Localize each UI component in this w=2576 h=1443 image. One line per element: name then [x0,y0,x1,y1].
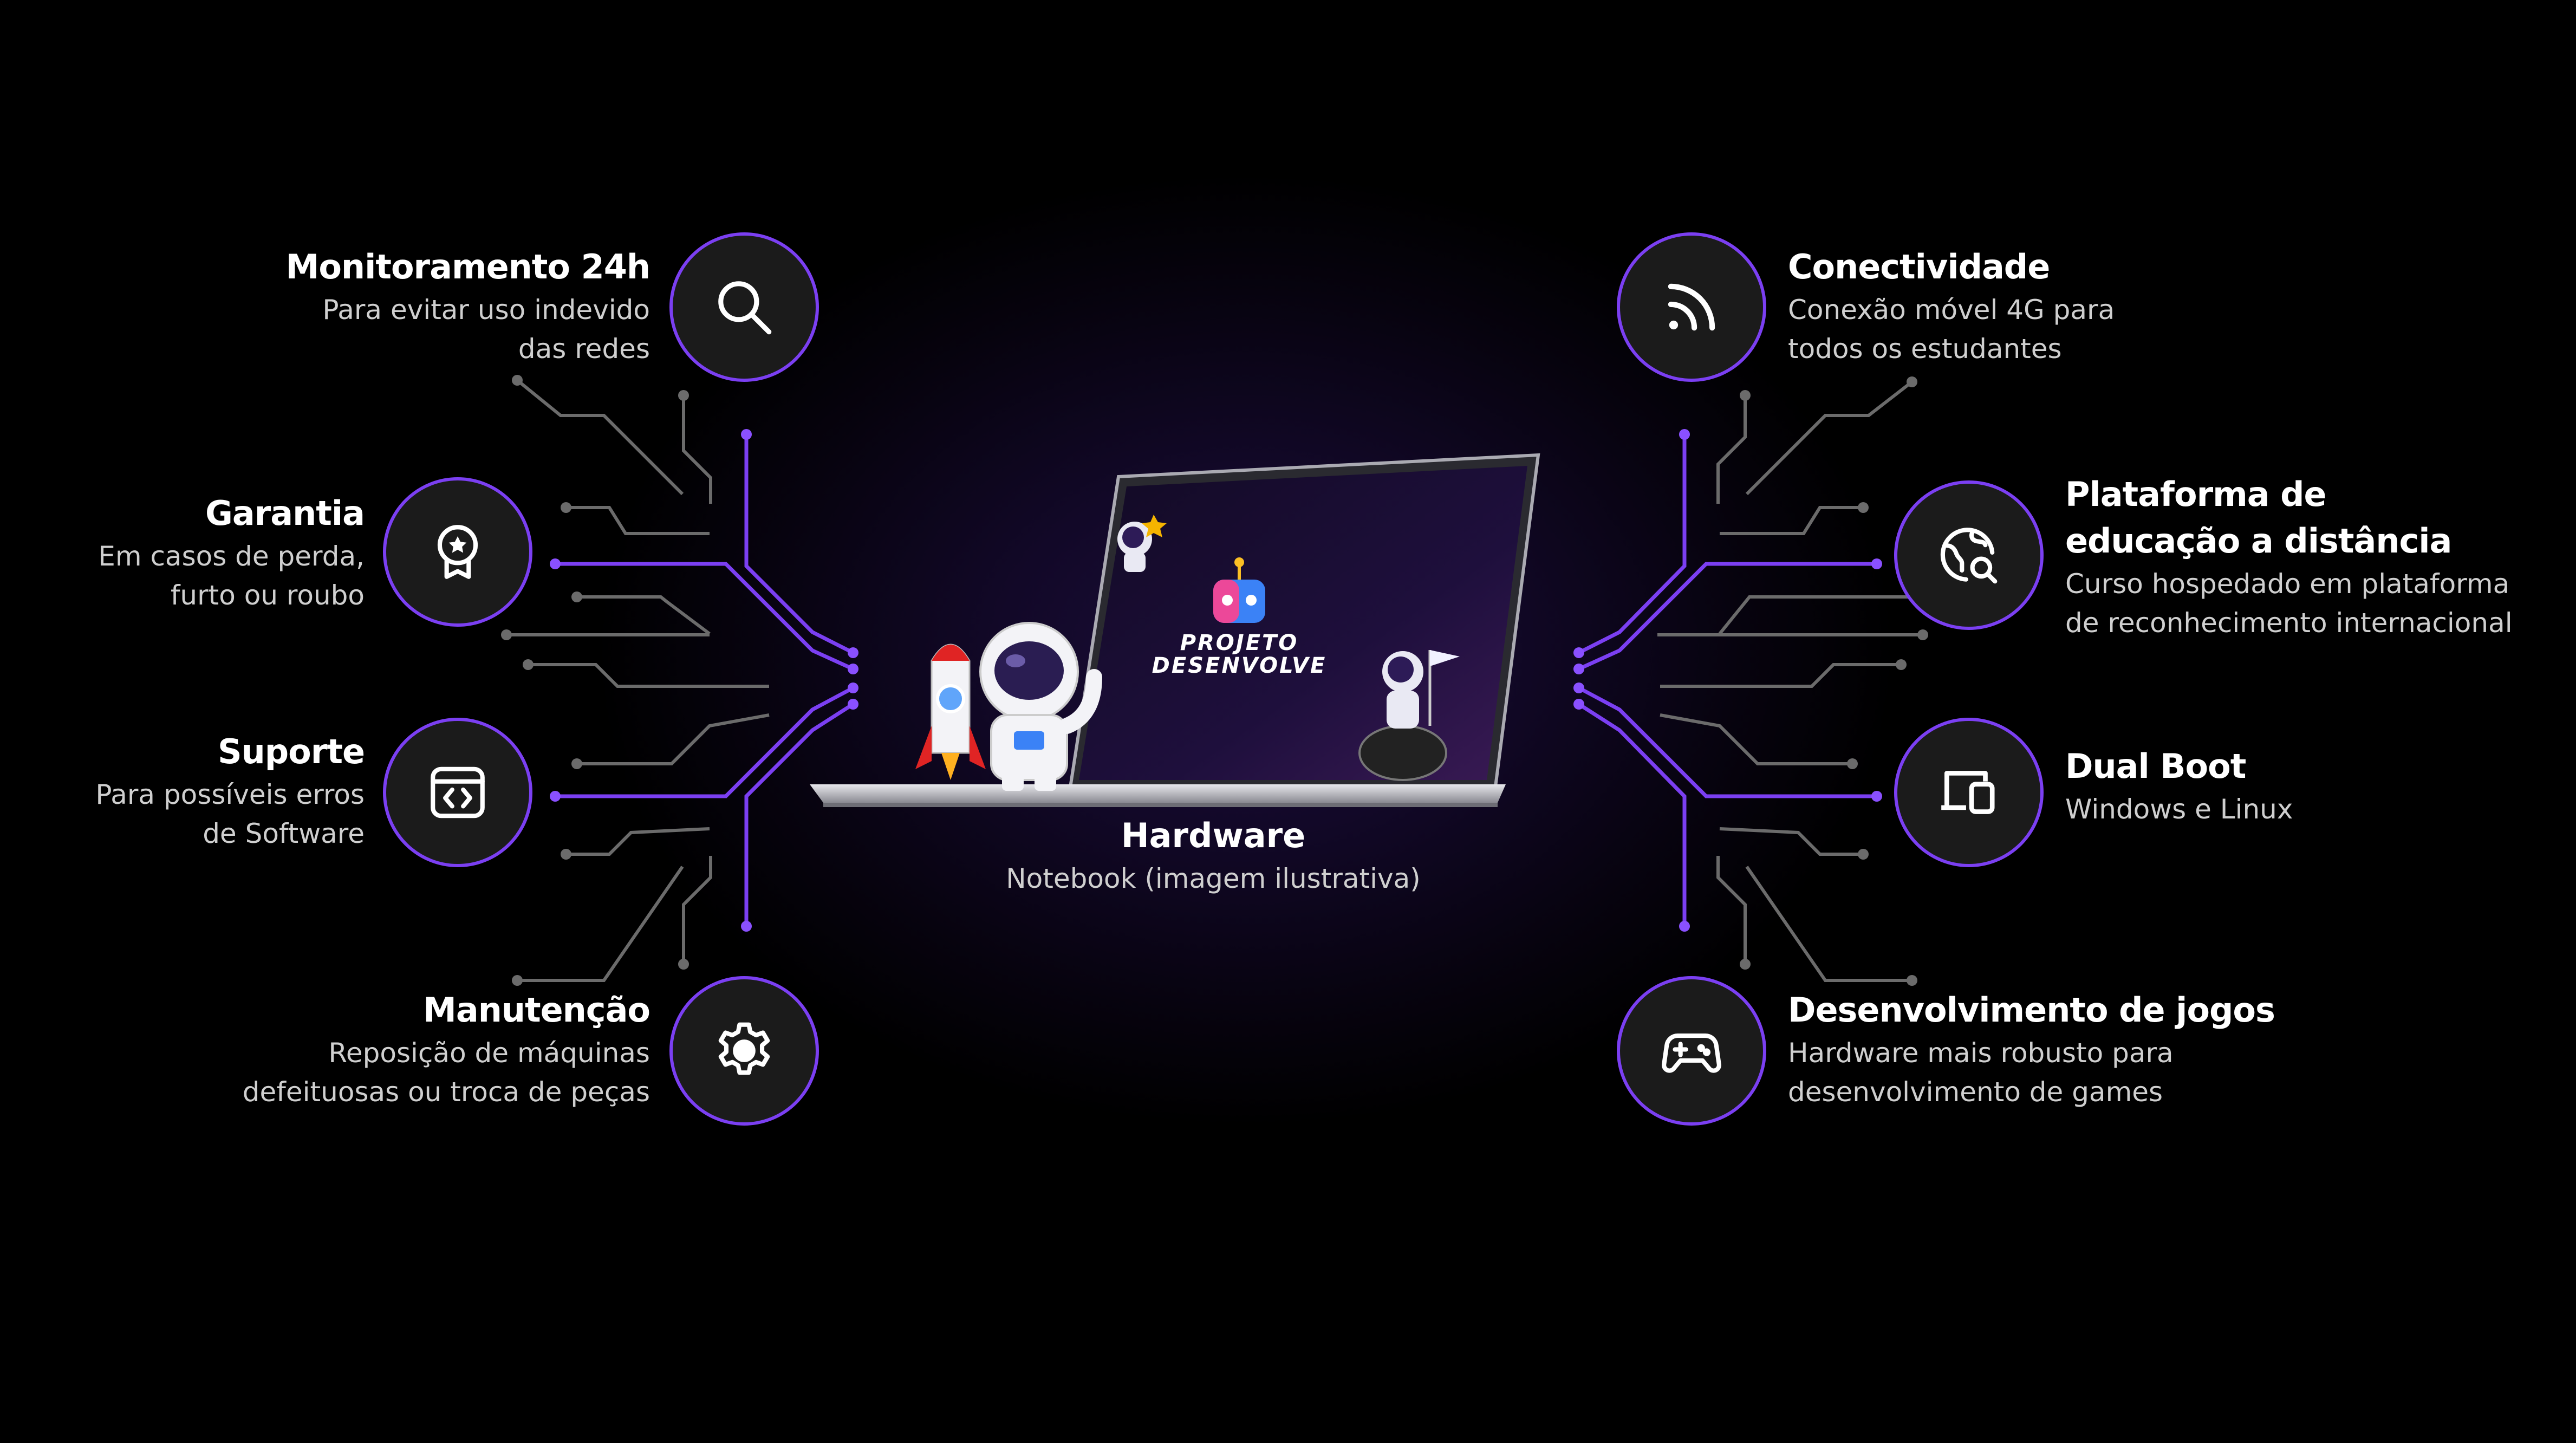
feature-manutencao-icon-circle[interactable] [669,976,819,1126]
feature-jogos-icon-circle[interactable] [1617,976,1766,1126]
feature-title: Manutenção [423,990,650,1030]
feature-jogos: Desenvolvimento de jogos Hardware mais r… [1788,987,2384,1112]
feature-title: Monitoramento 24h [285,247,650,287]
feature-desc-line2: todos os estudantes [1788,333,2062,365]
feature-garantia: Garantia Em casos de perda, furto ou rou… [7,490,365,615]
small-astronaut [1117,515,1167,572]
project-logo: PROJETO DESENVOLVE [1152,557,1327,678]
feature-desc-line2: das redes [518,333,650,365]
feature-title-line1: Plataforma de [2065,474,2327,514]
feature-desc-line1: Para possíveis erros [95,779,365,810]
feature-conectividade: Conectividade Conexão móvel 4G para todo… [1788,244,2275,368]
hardware-caption: Hardware Notebook (imagem ilustrativa) [921,812,1506,898]
feature-desc-line1: Conexão móvel 4G para [1788,294,2115,326]
feature-manutencao: Manutenção Reposição de máquinas defeitu… [162,987,650,1112]
award-icon [437,525,478,579]
feature-desc-line2: de reconhecimento internacional [2065,607,2513,639]
feature-monitoramento-icon-circle[interactable] [669,232,819,382]
feature-title-line2: educação a distância [2065,521,2452,561]
feature-title: Dual Boot [2065,746,2246,786]
globe-search-icon [1940,528,1998,584]
feature-desc-line1: Para evitar uso indevido [322,294,650,326]
code-icon [431,766,485,818]
feature-desc-line2: furto ou roubo [170,580,365,611]
notebook-illustration: PROJETO DESENVOLVE [810,453,1540,807]
feature-desc-line2: defeituosas ou troca de peças [242,1076,650,1108]
feature-desc-line2: de Software [203,818,365,849]
feature-dual-boot-icon-circle[interactable] [1894,718,2044,867]
feature-title: Desenvolvimento de jogos [1788,990,2275,1030]
feature-title: Garantia [205,493,365,533]
feature-conectividade-icon-circle[interactable] [1617,232,1766,382]
rss-icon [1668,283,1715,331]
hardware-subtitle: Notebook (imagem ilustrativa) [1006,863,1421,894]
feature-desc-line1: Hardware mais robusto para [1788,1037,2174,1069]
screen-brand-line2: DESENVOLVE [1152,653,1327,678]
feature-desc-line1: Em casos de perda, [98,541,365,572]
feature-desc-line1: Windows e Linux [2065,794,2293,825]
feature-garantia-icon-circle[interactable] [383,477,532,627]
gear-icon [718,1022,770,1075]
feature-title: Suporte [217,732,365,771]
rocket [915,644,986,780]
feature-desc-line1: Curso hospedado em plataforma [2065,568,2510,600]
feature-desc-line1: Reposição de máquinas [328,1037,650,1069]
feature-dual-boot: Dual Boot Windows e Linux [2065,743,2553,829]
feature-plataforma-icon-circle[interactable] [1894,480,2044,630]
screen-brand-line1: PROJETO [1180,630,1299,655]
feature-plataforma: Plataforma de educação a distância Curso… [2065,471,2574,642]
feature-desc-line2: desenvolvimento de games [1788,1076,2163,1108]
search-icon [718,281,772,335]
flag-astronaut [1358,650,1460,781]
devices-icon [1941,771,1995,814]
hardware-title: Hardware [1121,816,1306,855]
feature-suporte: Suporte Para possíveis erros de Software [7,729,365,853]
gamepad-icon [1662,1033,1721,1073]
big-astronaut [979,622,1102,791]
feature-suporte-icon-circle[interactable] [383,718,532,867]
feature-monitoramento: Monitoramento 24h Para evitar uso indevi… [217,244,650,368]
feature-title: Conectividade [1788,247,2050,287]
